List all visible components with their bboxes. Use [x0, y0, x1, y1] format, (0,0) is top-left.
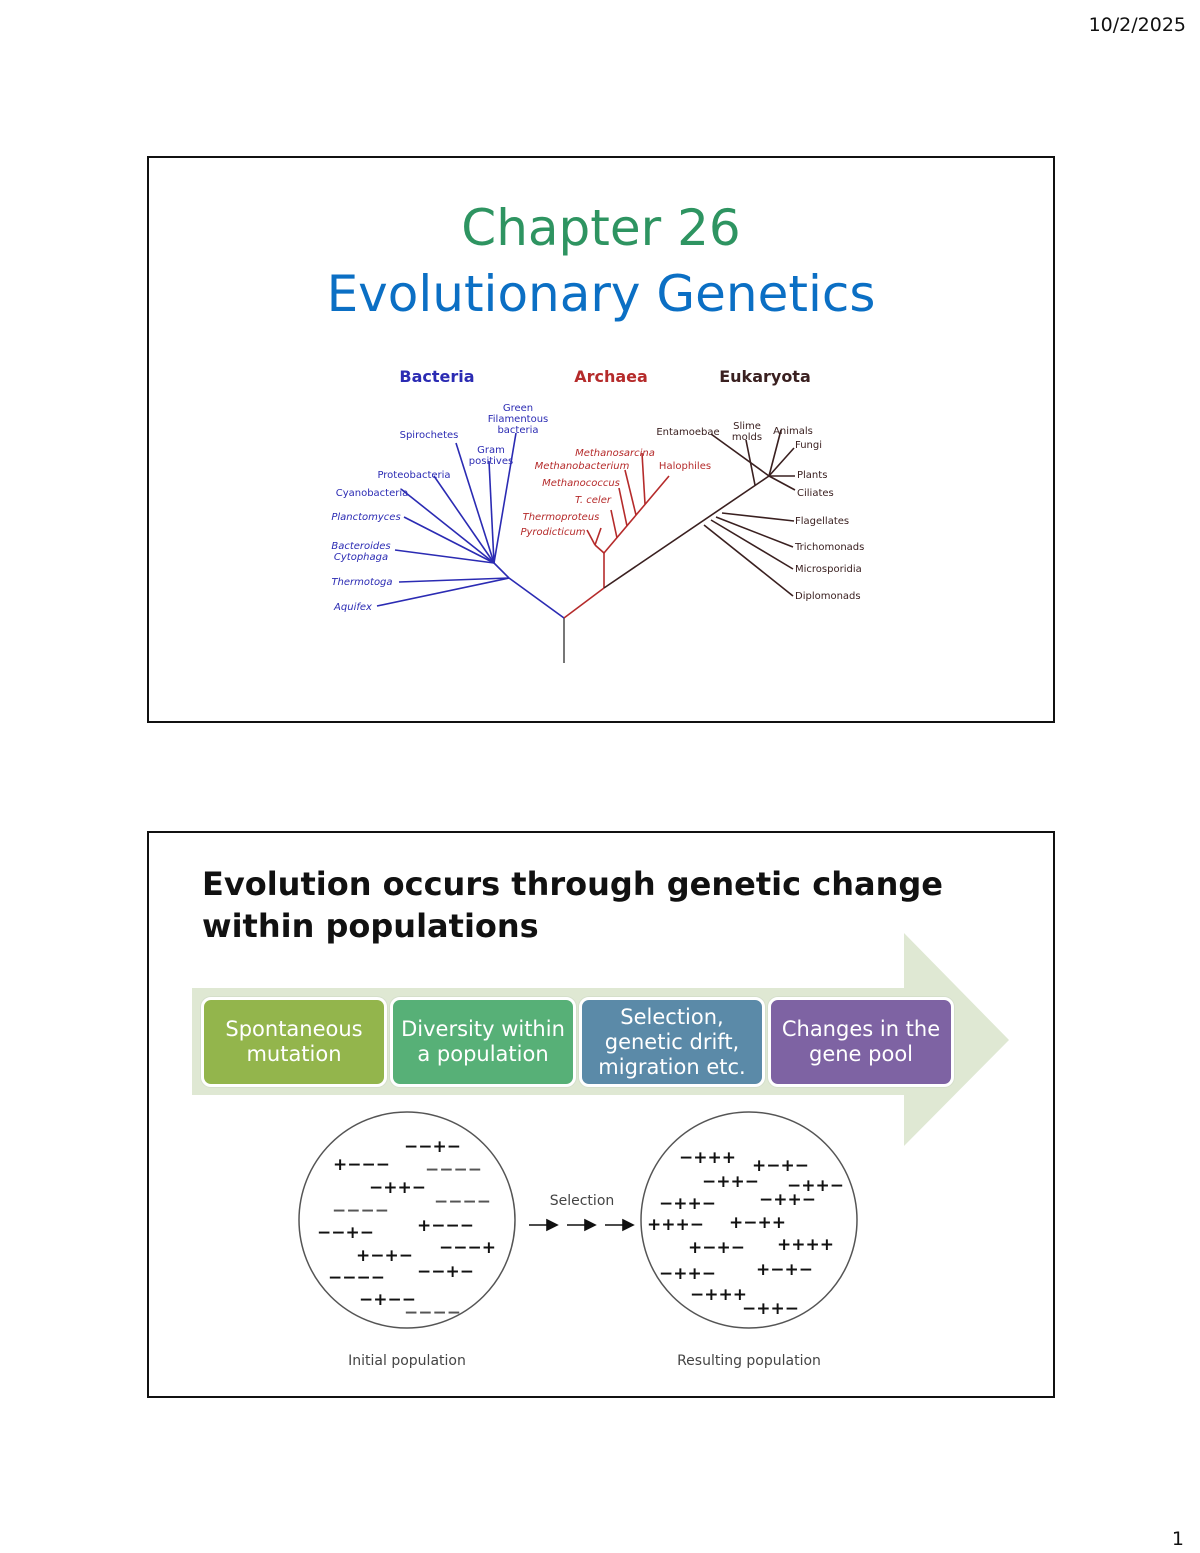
svg-text:Trichomonads: Trichomonads [794, 542, 864, 553]
initial-population-label: Initial population [348, 1353, 466, 1369]
svg-text:molds: molds [732, 432, 762, 443]
svg-text:−++−: −++− [659, 1194, 716, 1214]
svg-text:−++−: −++− [742, 1299, 799, 1319]
domain-bacteria: Bacteria [399, 367, 474, 386]
svg-text:Pyrodicticum: Pyrodicticum [520, 527, 585, 538]
header-date: 10/2/2025 [1088, 14, 1186, 36]
slide-2: Evolution occurs through genetic change … [147, 831, 1055, 1398]
svg-text:positives: positives [469, 456, 513, 467]
svg-text:+−+−: +−+− [688, 1238, 745, 1258]
svg-text:Planctomyces: Planctomyces [331, 512, 400, 523]
svg-text:−−+−: −−+− [404, 1137, 461, 1157]
step-selection: Selection, genetic drift, migration etc. [579, 997, 765, 1087]
svg-text:−+++: −+++ [679, 1148, 736, 1168]
svg-text:Entamoebae: Entamoebae [656, 427, 719, 438]
chapter-subtitle: Evolutionary Genetics [326, 265, 876, 323]
phylogenetic-tree: Bacteria Archaea Eukaryota Green [331, 367, 864, 663]
svg-text:−−−−: −−−− [332, 1201, 389, 1221]
slide-title: Evolution occurs through genetic change … [202, 865, 943, 945]
svg-text:Proteobacteria: Proteobacteria [377, 470, 450, 481]
svg-text:Thermotoga: Thermotoga [331, 577, 392, 588]
svg-text:Bacteroides: Bacteroides [331, 541, 390, 552]
svg-text:−−+−: −−+− [417, 1262, 474, 1282]
svg-text:+−+−: +−+− [356, 1246, 413, 1266]
svg-text:−+−−: −+−− [359, 1290, 416, 1310]
svg-text:−−+−: −−+− [317, 1223, 374, 1243]
svg-text:−++−: −++− [787, 1176, 844, 1196]
svg-text:Methanococcus: Methanococcus [542, 478, 620, 489]
svg-text:Spirochetes: Spirochetes [400, 430, 459, 441]
svg-text:Ciliates: Ciliates [797, 488, 834, 499]
svg-text:Microsporidia: Microsporidia [795, 564, 862, 575]
chapter-title: Chapter 26 [461, 199, 741, 257]
svg-text:−+++: −+++ [690, 1285, 747, 1305]
svg-text:+−−−: +−−− [333, 1155, 390, 1175]
svg-text:−−−−: −−−− [434, 1192, 491, 1212]
svg-text:Green: Green [503, 403, 533, 414]
resulting-population-circle [640, 1111, 858, 1329]
svg-text:Methanosarcina: Methanosarcina [575, 448, 655, 459]
svg-text:+−+−: +−+− [756, 1260, 813, 1280]
svg-text:Flagellates: Flagellates [795, 516, 849, 527]
svg-text:+−−−: +−−− [417, 1216, 474, 1236]
svg-text:T. celer: T. celer [575, 495, 612, 506]
svg-text:Fungi: Fungi [795, 440, 822, 451]
svg-text:−−−−: −−−− [328, 1268, 385, 1288]
svg-text:−−−−: −−−− [404, 1303, 461, 1323]
svg-text:Gram: Gram [477, 445, 505, 456]
svg-text:+−+−: +−+− [752, 1156, 809, 1176]
svg-text:−++−: −++− [702, 1172, 759, 1192]
svg-text:++++: ++++ [777, 1235, 834, 1255]
svg-text:−++−: −++− [369, 1178, 426, 1198]
svg-text:Halophiles: Halophiles [659, 461, 711, 472]
svg-text:Methanobacterium: Methanobacterium [535, 461, 630, 472]
svg-text:+−++: +−++ [729, 1213, 786, 1233]
svg-text:−−−+: −−−+ [439, 1238, 496, 1258]
domain-eukaryota: Eukaryota [719, 367, 811, 386]
step-spontaneous-mutation: Spontaneous mutation [201, 997, 387, 1087]
svg-text:Plants: Plants [797, 470, 827, 481]
svg-text:+++−: +++− [647, 1215, 704, 1235]
initial-population-circle [298, 1111, 516, 1329]
step-gene-pool-changes: Changes in the gene pool [768, 997, 954, 1087]
svg-text:−++−: −++− [759, 1190, 816, 1210]
step-diversity: Diversity within a population [390, 997, 576, 1087]
svg-text:Diplomonads: Diplomonads [795, 591, 861, 602]
page-number: 1 [1171, 1528, 1184, 1550]
svg-text:Filamentous: Filamentous [488, 414, 549, 425]
svg-text:−−−−: −−−− [425, 1160, 482, 1180]
selection-label: Selection [550, 1193, 615, 1209]
svg-text:Animals: Animals [773, 426, 813, 437]
population-diagram: −−+− +−−− −−−− −++− −−−− −−−− +−−− −−+− … [298, 1111, 858, 1369]
selection-arrows [529, 1218, 635, 1232]
svg-text:Cytophaga: Cytophaga [334, 552, 388, 563]
svg-text:Cyanobacteria: Cyanobacteria [336, 488, 409, 499]
svg-text:−++−: −++− [659, 1264, 716, 1284]
svg-text:bacteria: bacteria [497, 425, 538, 436]
svg-text:Thermoproteus: Thermoproteus [523, 512, 600, 523]
svg-text:Aquifex: Aquifex [333, 602, 372, 613]
svg-text:Slime: Slime [733, 421, 761, 432]
resulting-population-label: Resulting population [677, 1353, 821, 1369]
domain-archaea: Archaea [574, 367, 648, 386]
slide-1: Chapter 26 Evolutionary Genetics Bacteri… [147, 156, 1055, 723]
